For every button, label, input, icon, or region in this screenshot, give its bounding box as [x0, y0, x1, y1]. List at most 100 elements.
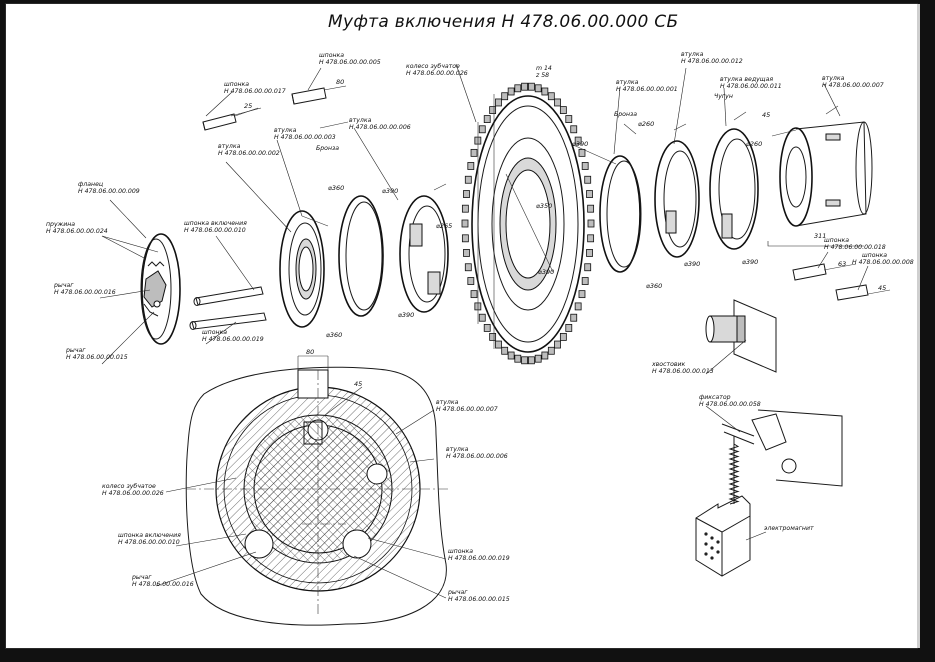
- gear-tooth: [464, 263, 472, 272]
- gear-tooth: [574, 302, 582, 311]
- dim-45-key: 45: [878, 284, 886, 292]
- gear-tooth: [554, 98, 561, 107]
- gear-tooth: [501, 92, 509, 101]
- gear-tooth: [463, 249, 470, 257]
- gear-tooth: [528, 82, 535, 91]
- dim-63: 63: [838, 260, 846, 268]
- gear-teeth: [461, 82, 595, 365]
- bushing-002: [279, 210, 325, 328]
- dim-d390-e: ⌀390: [742, 258, 758, 266]
- gear-tooth: [581, 277, 589, 285]
- material-bronze-a: Бронза: [316, 145, 339, 152]
- gear-tooth: [559, 332, 567, 341]
- material-cast-iron: Чугун: [714, 93, 733, 100]
- dim-311: 311: [814, 232, 826, 240]
- dim-d390-a: ⌀390: [382, 187, 398, 195]
- gear-tooth: [578, 290, 586, 299]
- gear-tooth: [463, 190, 470, 198]
- pin-shponka-019: [189, 312, 267, 330]
- magnet-terminal-hole: [704, 542, 708, 546]
- gear-tooth: [570, 313, 578, 322]
- dim-d260-a: ⌀260: [638, 120, 654, 128]
- gear-tooth: [565, 324, 573, 332]
- spring-rod: [728, 436, 740, 505]
- gear-tooth: [578, 148, 586, 157]
- dim-d360-c: ⌀360: [326, 331, 342, 339]
- magnet-terminal-hole: [716, 540, 720, 544]
- gear-tooth: [541, 351, 549, 360]
- gear-tooth: [514, 84, 522, 93]
- gear-tooth: [489, 332, 497, 341]
- gear-tooth: [461, 219, 469, 228]
- gear-tooth: [464, 175, 472, 184]
- dim-80-top: 80: [336, 78, 344, 86]
- dim-45-top: 45: [762, 111, 770, 119]
- magnet-terminal-hole: [710, 536, 714, 540]
- gear-tooth: [574, 136, 582, 145]
- dim-d390-c: ⌀390: [572, 140, 588, 148]
- section-view: [185, 366, 451, 626]
- gear-tooth: [467, 162, 475, 170]
- gear-tooth: [584, 263, 592, 272]
- gear-tooth: [483, 115, 491, 123]
- magnet-terminal-hole: [716, 550, 720, 554]
- gear-tooth: [586, 190, 593, 198]
- bushing-006: [399, 195, 449, 313]
- gear-tooth: [495, 98, 502, 107]
- dimensions: 25 80 ⌀390 ⌀265 ⌀360 ⌀350 ⌀390 ⌀390 ⌀260…: [244, 78, 886, 388]
- dim-80-section: 80: [306, 348, 314, 356]
- gear-tooth: [521, 82, 528, 91]
- magnet-terminal-hole: [710, 546, 714, 550]
- gear-tooth: [461, 204, 469, 213]
- gear-tooth: [507, 87, 515, 96]
- assembly-drawing: Муфта включения Н 478.06.00.000 СБ: [46, 12, 914, 626]
- gear-tooth: [495, 340, 502, 349]
- key-008: [835, 284, 869, 301]
- gear-tooth: [586, 249, 593, 257]
- key-005: [291, 87, 327, 105]
- dim-d390-f: ⌀390: [398, 311, 414, 319]
- gear-tooth: [483, 324, 491, 332]
- dim-d265: ⌀265: [436, 222, 452, 230]
- electromagnet: [695, 495, 751, 577]
- gear-tooth: [584, 175, 592, 184]
- gear-tooth: [489, 106, 497, 115]
- gear-tooth: [554, 340, 561, 349]
- bushing-012: [654, 140, 700, 258]
- gear-tooth: [461, 234, 469, 243]
- gear-tooth: [467, 277, 475, 285]
- gear-tooth: [470, 290, 478, 299]
- material-bronze-b: Бронза: [614, 111, 637, 118]
- ring-001: [599, 155, 642, 273]
- gear-tooth: [514, 354, 522, 363]
- dim-d360-a: ⌀360: [328, 184, 344, 192]
- gear-tooth: [501, 346, 509, 355]
- gear-tooth: [534, 84, 542, 93]
- gear-wheel: [461, 82, 595, 365]
- magnet-terminal-hole: [704, 532, 708, 536]
- magnet-terminal-hole: [710, 556, 714, 560]
- drawing-sheet: Муфта включения Н 478.06.00.000 СБ: [6, 4, 920, 648]
- flange: [140, 233, 181, 345]
